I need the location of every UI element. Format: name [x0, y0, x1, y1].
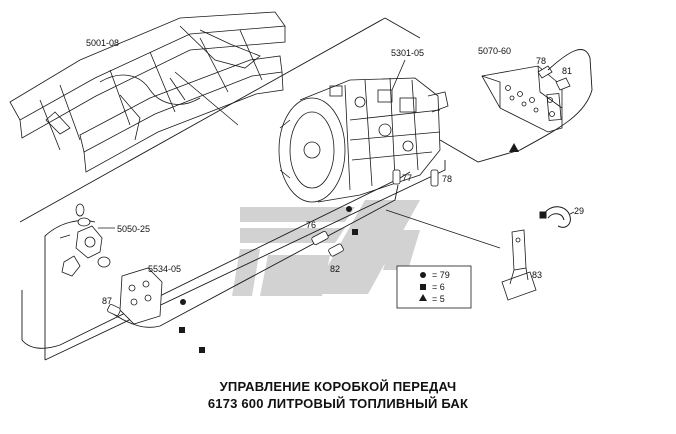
bracket-leader-line [385, 209, 501, 249]
connector-78-mid [430, 169, 439, 187]
label-87: 87 [102, 296, 112, 306]
clamp-leader-line [569, 211, 575, 215]
gearbox-leader-line [391, 59, 406, 91]
legend-text-79: = 79 [432, 270, 450, 280]
label-76: 76 [306, 220, 316, 230]
pipe-marker-square [179, 327, 185, 333]
bracket-83 [501, 229, 537, 301]
label-78-mid: 78 [442, 174, 452, 184]
frame-diagonal-line-2 [384, 17, 421, 39]
label-77: 77 [402, 173, 412, 183]
label-78-top: 78 [536, 56, 546, 66]
legend-box: = 79 = 6 = 5 [396, 265, 472, 309]
gearbox-assembly [278, 77, 449, 203]
watermark-logo [232, 200, 420, 296]
legend-square-icon [420, 284, 426, 290]
pipe-marker-triangle [509, 143, 519, 152]
legend-triangle-icon [419, 294, 427, 301]
clamp-29 [539, 206, 571, 228]
legend-text-6: = 6 [432, 282, 445, 292]
pipe-marker-square [199, 347, 205, 353]
pipe-marker-square [352, 229, 358, 235]
connector-87 [107, 304, 121, 316]
connector-82 [328, 243, 344, 257]
pipe-marker-circle [180, 299, 186, 305]
block-5534-05 [119, 267, 163, 325]
label-81: 81 [562, 66, 572, 76]
connector-81 [555, 77, 571, 91]
pipes [21, 49, 593, 361]
valve-manifold [481, 65, 563, 133]
frame-leader-line [174, 71, 239, 126]
legend-circle-icon [420, 272, 426, 278]
connector-77 [392, 169, 401, 185]
label-82: 82 [330, 264, 340, 274]
connector-76 [311, 231, 329, 245]
legend-text-5: = 5 [432, 294, 445, 304]
label-5534-05: 5534-05 [148, 264, 181, 274]
label-5001-08: 5001-08 [86, 38, 119, 48]
label-5070-60: 5070-60 [478, 46, 511, 56]
label-5050-25: 5050-25 [117, 224, 150, 234]
valve-5050-25 [61, 203, 111, 277]
label-5301-05: 5301-05 [391, 48, 424, 58]
label-83: 83 [532, 270, 542, 280]
label-29: 29 [574, 206, 584, 216]
chassis-frame [9, 11, 286, 173]
frame-diagonal-line [19, 17, 386, 223]
caption-title: УПРАВЛЕНИЕ КОРОБКОЙ ПЕРЕДАЧ [219, 379, 457, 394]
caption-subtitle: 6173 600 ЛИТРОВЫЙ ТОПЛИВНЫЙ БАК [207, 396, 469, 411]
pipe-marker-circle [346, 206, 352, 212]
